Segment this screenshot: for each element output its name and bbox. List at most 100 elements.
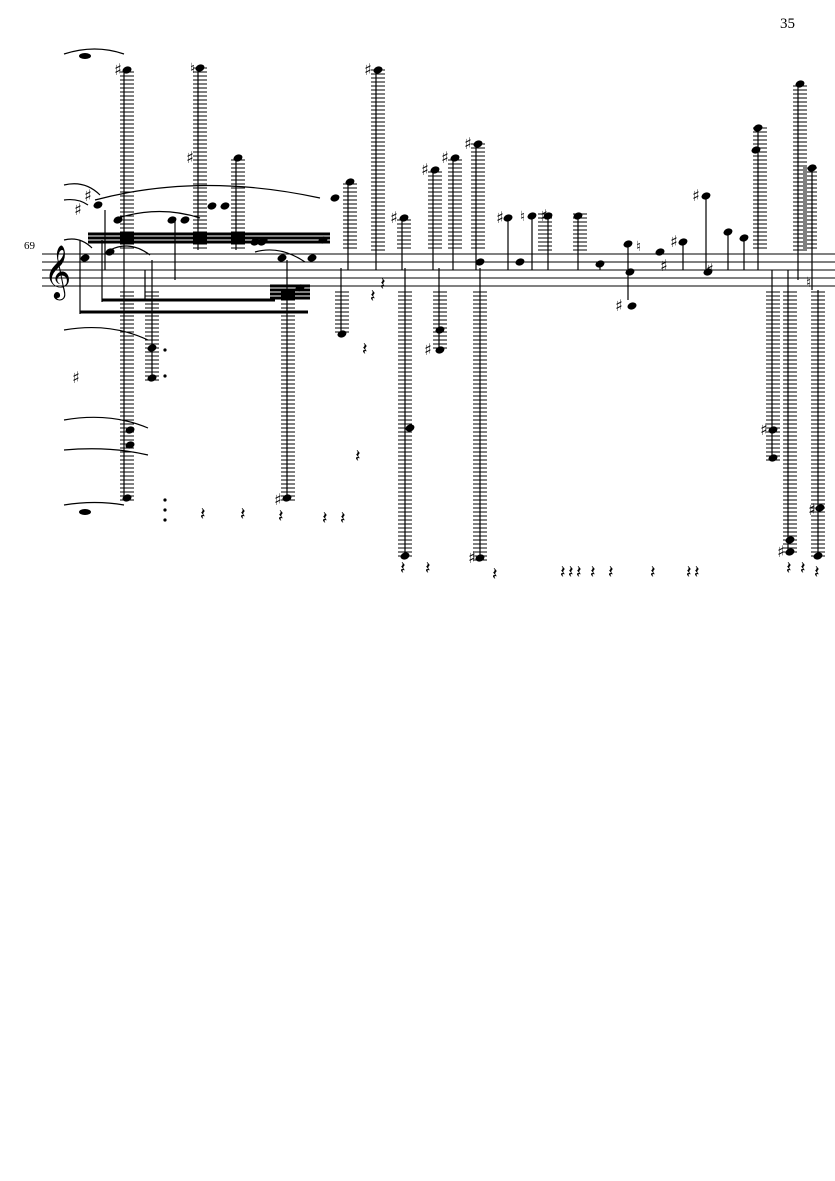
sharp-icon: ♯ <box>72 368 80 387</box>
note-head <box>93 201 103 209</box>
note-head <box>277 254 287 262</box>
augmentation-dot <box>163 508 167 512</box>
treble-clef-icon: 𝄞 <box>44 244 71 300</box>
sharp-icon: ♯ <box>670 232 678 251</box>
note-head <box>220 202 230 210</box>
quarter-rest-icon: 𝄽 <box>370 286 376 307</box>
sharp-icon: ♯ <box>660 256 668 275</box>
quarter-rest-icon: 𝄽 <box>694 562 700 583</box>
sharp-icon: ♯ <box>706 260 714 279</box>
note-stems <box>79 66 819 560</box>
accidentals: ♯♯♯♯♯♯♯♯♯♯♯♯♯♯♯♯♯♯♯♯♯♯♯♮♮♮♮ <box>72 60 816 567</box>
slur <box>63 416 149 429</box>
sharp-icon: ♯ <box>186 148 194 167</box>
note-head <box>450 154 460 162</box>
natural-icon: ♮ <box>520 209 525 225</box>
note-head <box>655 248 665 256</box>
note-head <box>80 254 90 262</box>
sharp-icon: ♯ <box>84 186 92 205</box>
sharp-icon: ♯ <box>421 160 429 179</box>
note-head <box>345 178 355 186</box>
slur <box>63 501 125 506</box>
note-head <box>180 216 190 224</box>
measure-number: 69 <box>24 240 35 252</box>
note-head <box>399 214 409 222</box>
slur <box>63 183 101 196</box>
note-head <box>785 536 795 544</box>
sharp-icon: ♯ <box>615 296 623 315</box>
note-head <box>701 192 711 200</box>
page-number: 35 <box>780 16 795 32</box>
whole-note-head <box>79 509 91 515</box>
note-head <box>147 374 157 382</box>
slur <box>109 245 151 256</box>
sharp-icon: ♯ <box>114 60 122 79</box>
quarter-rest-icon: 𝄽 <box>576 562 582 583</box>
note-head <box>815 504 825 512</box>
note-head <box>768 454 778 462</box>
sharp-icon: ♯ <box>441 148 449 167</box>
rests: 𝄽𝄽𝄽𝄽𝄽𝄽𝄽𝄽𝄽𝄽𝄽𝄽𝄽𝄽𝄽𝄽𝄽𝄽𝄽𝄽𝄽𝄽𝄽 <box>200 274 820 585</box>
slur <box>63 48 125 55</box>
note-head <box>473 140 483 148</box>
quarter-rest-icon: 𝄽 <box>425 558 431 579</box>
note-head <box>515 258 525 266</box>
note-head <box>125 441 135 449</box>
augmentation-dot <box>163 518 167 522</box>
quarter-rest-icon: 𝄽 <box>362 339 368 360</box>
sharp-icon: ♯ <box>777 542 785 561</box>
augmentation-dot <box>264 238 268 242</box>
sharp-icon: ♯ <box>468 548 476 567</box>
note-head <box>623 240 633 248</box>
quarter-rest-icon: 𝄽 <box>340 508 346 529</box>
ledger-lines <box>120 67 825 561</box>
quarter-rest-icon: 𝄽 <box>590 562 596 583</box>
note-head <box>330 194 340 202</box>
note-head <box>703 268 713 276</box>
treble-clef-glyph: 𝄞 <box>44 244 71 300</box>
note-head <box>678 238 688 246</box>
natural-icon: ♮ <box>636 239 641 255</box>
note-head <box>475 554 485 562</box>
note-head <box>723 228 733 236</box>
sharp-icon: ♯ <box>760 420 768 439</box>
sharp-icon: ♯ <box>496 208 504 227</box>
slur <box>63 198 89 206</box>
note-head <box>207 202 217 210</box>
quarter-rest-icon: 𝄽 <box>322 508 328 529</box>
slur <box>117 210 201 219</box>
note-head <box>257 238 267 246</box>
sharp-icon: ♯ <box>464 134 472 153</box>
note-head <box>122 494 132 502</box>
quarter-rest-icon: 𝄽 <box>568 562 574 583</box>
note-head <box>625 268 635 276</box>
note-head <box>295 284 305 292</box>
quarter-rest-icon: 𝄽 <box>278 506 284 527</box>
augmentation-dot <box>163 498 167 502</box>
note-head <box>627 302 637 310</box>
quarter-rest-icon: 𝄽 <box>686 562 692 583</box>
quarter-rest-icon: 𝄽 <box>200 504 206 525</box>
quarter-rest-icon: 𝄽 <box>380 274 386 295</box>
quarter-rest-icon: 𝄽 <box>355 446 361 467</box>
quarter-rest-icon: 𝄽 <box>608 562 614 583</box>
note-head <box>250 238 260 246</box>
augmentation-dot <box>163 348 167 352</box>
augmentation-dot <box>163 374 167 378</box>
note-head <box>167 216 177 224</box>
sharp-icon: ♯ <box>74 200 82 219</box>
slur <box>254 249 306 263</box>
slur <box>63 326 149 341</box>
note-head <box>751 146 761 154</box>
quarter-rest-icon: 𝄽 <box>814 562 820 583</box>
natural-icon: ♮ <box>190 61 195 77</box>
note-head <box>195 64 205 72</box>
slur <box>63 448 149 456</box>
sharp-icon: ♯ <box>274 490 282 509</box>
slur <box>63 238 93 249</box>
quarter-rest-icon: 𝄽 <box>800 558 806 579</box>
note-head <box>282 494 292 502</box>
note-head <box>307 254 317 262</box>
note-head <box>373 66 383 74</box>
